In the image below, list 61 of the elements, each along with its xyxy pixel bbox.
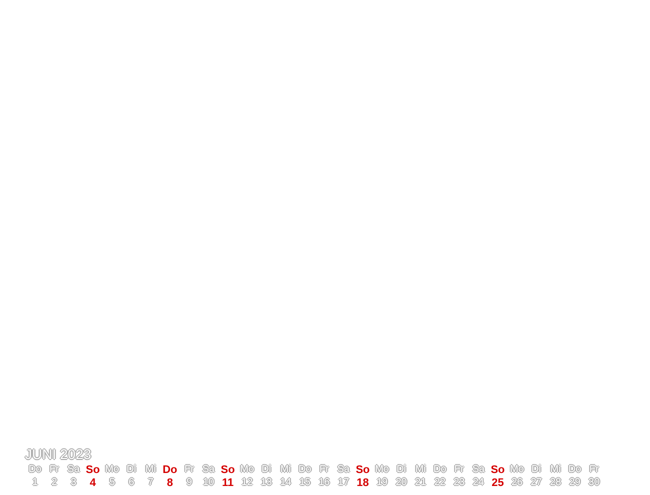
day-number: 2	[50, 477, 58, 489]
day-number: 16	[317, 477, 332, 489]
weekday-label: Fr	[318, 464, 331, 476]
weekday-label: Mi	[144, 464, 158, 476]
day-number: 26	[510, 477, 524, 489]
day-number: 30	[587, 477, 602, 489]
weekday-label: Do	[28, 464, 43, 476]
day-number: 28	[548, 477, 563, 489]
day-number: 17	[336, 477, 350, 489]
day-number: 3	[69, 477, 78, 489]
weekday-label: Mo	[239, 464, 256, 476]
weekday-label: So	[220, 464, 236, 476]
weekday-label: Di	[126, 464, 138, 476]
weekday-label: Sa	[471, 464, 486, 476]
month-title: JUNI 2023	[25, 446, 92, 463]
day-number: 20	[394, 477, 408, 489]
day-number: 13	[260, 477, 274, 489]
weekday-label: So	[354, 464, 371, 476]
day-number: 19	[375, 477, 389, 489]
weekday-label: Sa	[336, 464, 352, 476]
day-number: 24	[471, 477, 486, 489]
weekday-label: Di	[530, 464, 542, 476]
day-number: 27	[529, 477, 544, 489]
day-number: 6	[127, 477, 136, 489]
weekday-label: Fr	[183, 464, 196, 476]
day-number: 1	[31, 477, 40, 489]
weekday-label: Mi	[414, 464, 428, 476]
day-number: 7	[146, 477, 155, 489]
day-number: 8	[166, 477, 174, 489]
day-number: 22	[432, 477, 447, 489]
weekday-label: Di	[396, 464, 408, 476]
day-number: 10	[202, 477, 216, 489]
weekday-label: Sa	[201, 464, 216, 476]
weekday-label: Mo	[104, 464, 121, 476]
weekday-label: Fr	[588, 464, 601, 476]
weekday-label: Di	[260, 464, 272, 476]
day-number: 5	[108, 477, 116, 489]
weekday-label: So	[490, 464, 506, 476]
day-number: 29	[568, 477, 582, 489]
weekday-label: Do	[567, 464, 583, 476]
day-number: 9	[185, 477, 194, 489]
weekday-label: Do	[432, 464, 448, 476]
day-number: 15	[298, 477, 312, 489]
weekday-label: Fr	[48, 464, 61, 476]
weekday-label: Mi	[279, 464, 292, 476]
day-number: 25	[490, 477, 505, 489]
day-number: 11	[220, 477, 235, 489]
day-number: 18	[356, 477, 370, 489]
weekday-label: Mo	[374, 464, 390, 476]
weekday-label: Mi	[549, 464, 562, 476]
day-number: 12	[240, 477, 254, 489]
weekday-label: So	[84, 464, 101, 476]
weekday-label: Mo	[508, 464, 526, 476]
day-number: 14	[278, 477, 293, 489]
weekday-label: Do	[297, 464, 313, 476]
weekday-label: Fr	[453, 464, 466, 476]
day-number: 23	[452, 477, 466, 489]
weekday-label: Sa	[66, 464, 82, 476]
weekday-label: Do	[162, 464, 178, 476]
day-number: 21	[414, 477, 428, 489]
day-number: 4	[88, 477, 97, 489]
